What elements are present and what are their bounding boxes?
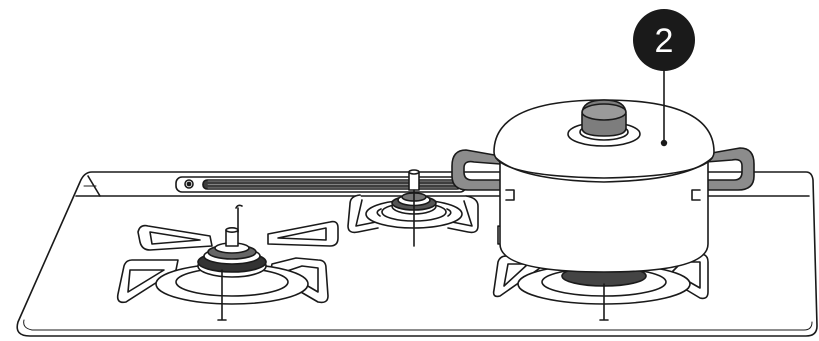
callout-number: 2 (655, 22, 674, 60)
lid-knob (580, 100, 628, 140)
callout-badge: 2 (633, 9, 695, 71)
rear-vent (176, 177, 466, 192)
